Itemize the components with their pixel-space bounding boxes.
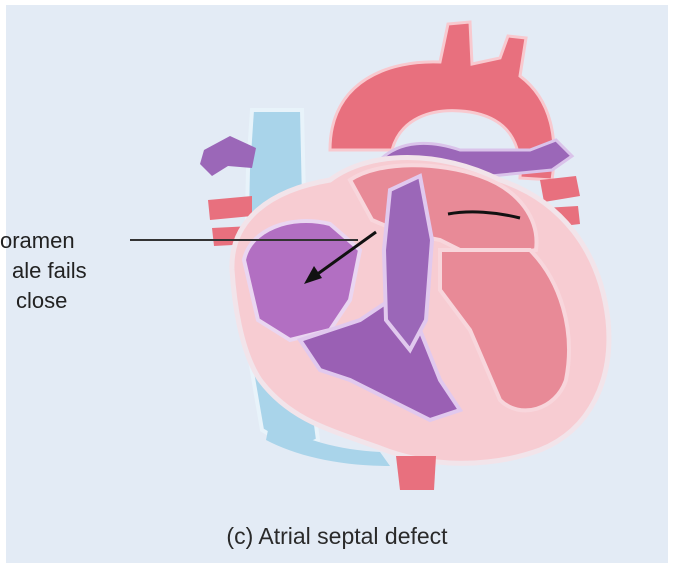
descending-aorta [396, 456, 436, 490]
foramen-label-line-2: ale fails [12, 258, 87, 284]
foramen-label-line-1: oramen [0, 228, 75, 254]
foramen-label-line-3: close [16, 288, 67, 314]
pulmonary-outflow [384, 176, 432, 350]
figure-caption: (c) Atrial septal defect [0, 523, 674, 550]
